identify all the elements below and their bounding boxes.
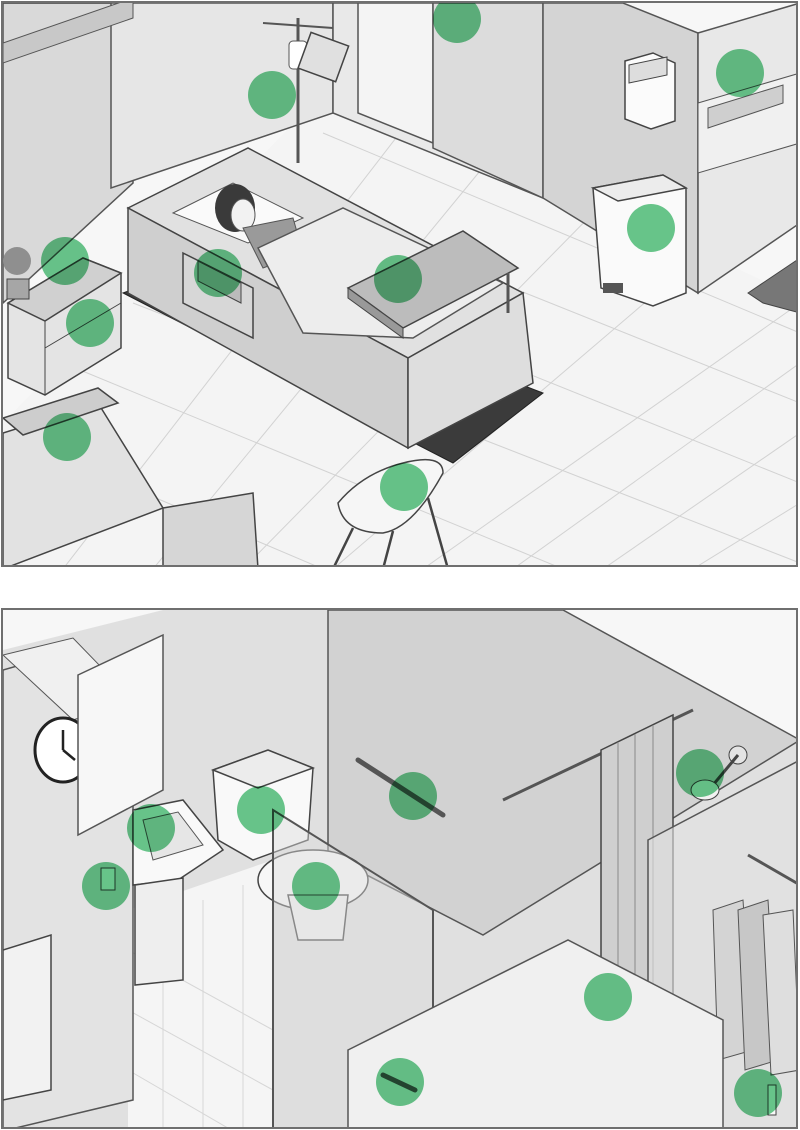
chair-hotspot[interactable]	[380, 463, 428, 511]
bathroom-panel	[1, 608, 798, 1129]
paper-towel-dispenser	[624, 52, 676, 130]
iv-pole	[262, 18, 350, 163]
drawer-hotspot[interactable]	[66, 299, 114, 347]
floor-mat	[747, 260, 796, 313]
light-switch-hotspot[interactable]	[82, 862, 130, 910]
sink-basin	[707, 84, 784, 129]
toilet-flush-hotspot[interactable]	[237, 786, 285, 834]
sofa-armrest-hotspot[interactable]	[43, 413, 91, 461]
call-button-hotspot[interactable]	[194, 249, 242, 297]
tub-grab-bar-hotspot[interactable]	[584, 973, 632, 1021]
counter-edge	[3, 933, 52, 1101]
closet-handle-hotspot[interactable]	[734, 1069, 782, 1117]
towel-bar-hotspot[interactable]	[376, 1058, 424, 1106]
iv-pole-hotspot[interactable]	[248, 71, 296, 119]
mirror	[77, 633, 164, 837]
left-wall	[3, 3, 134, 305]
toilet-seat-hotspot[interactable]	[292, 862, 340, 910]
shower-head-hotspot[interactable]	[676, 749, 724, 797]
nightstand	[3, 247, 123, 396]
faucet-hotspot[interactable]	[127, 804, 175, 852]
overbed-table-hotspot[interactable]	[374, 255, 422, 303]
overbed-table	[346, 230, 520, 339]
waste-bin-hotspot[interactable]	[627, 204, 675, 252]
door-handle-hotspot[interactable]	[433, 3, 481, 43]
nightstand-hotspot[interactable]	[41, 237, 89, 285]
wall-clock	[33, 716, 93, 784]
patient-room-panel	[1, 1, 798, 567]
grab-bar-hotspot[interactable]	[389, 772, 437, 820]
sink-hotspot[interactable]	[716, 49, 764, 97]
